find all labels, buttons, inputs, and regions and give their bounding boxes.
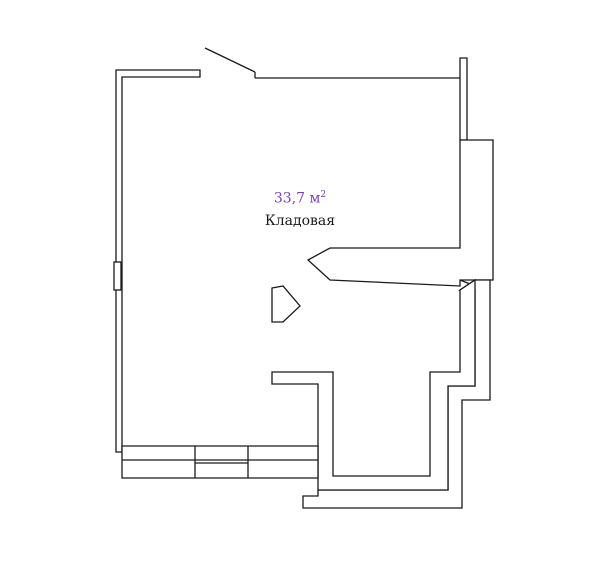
wall-bottom xyxy=(121,445,319,479)
wall-niche xyxy=(271,278,476,491)
room-area-value: 33,7 м xyxy=(273,190,321,207)
room-area-power: 2 xyxy=(320,190,327,200)
column xyxy=(271,285,301,323)
room-area: 33,7 м2 xyxy=(220,190,380,207)
wall-right-protrusion xyxy=(306,139,494,287)
room-name: Кладовая xyxy=(264,213,336,229)
window-left xyxy=(113,261,122,291)
wall-left xyxy=(115,69,201,453)
door-leaf xyxy=(204,47,256,73)
wall-right-upper xyxy=(459,57,468,141)
